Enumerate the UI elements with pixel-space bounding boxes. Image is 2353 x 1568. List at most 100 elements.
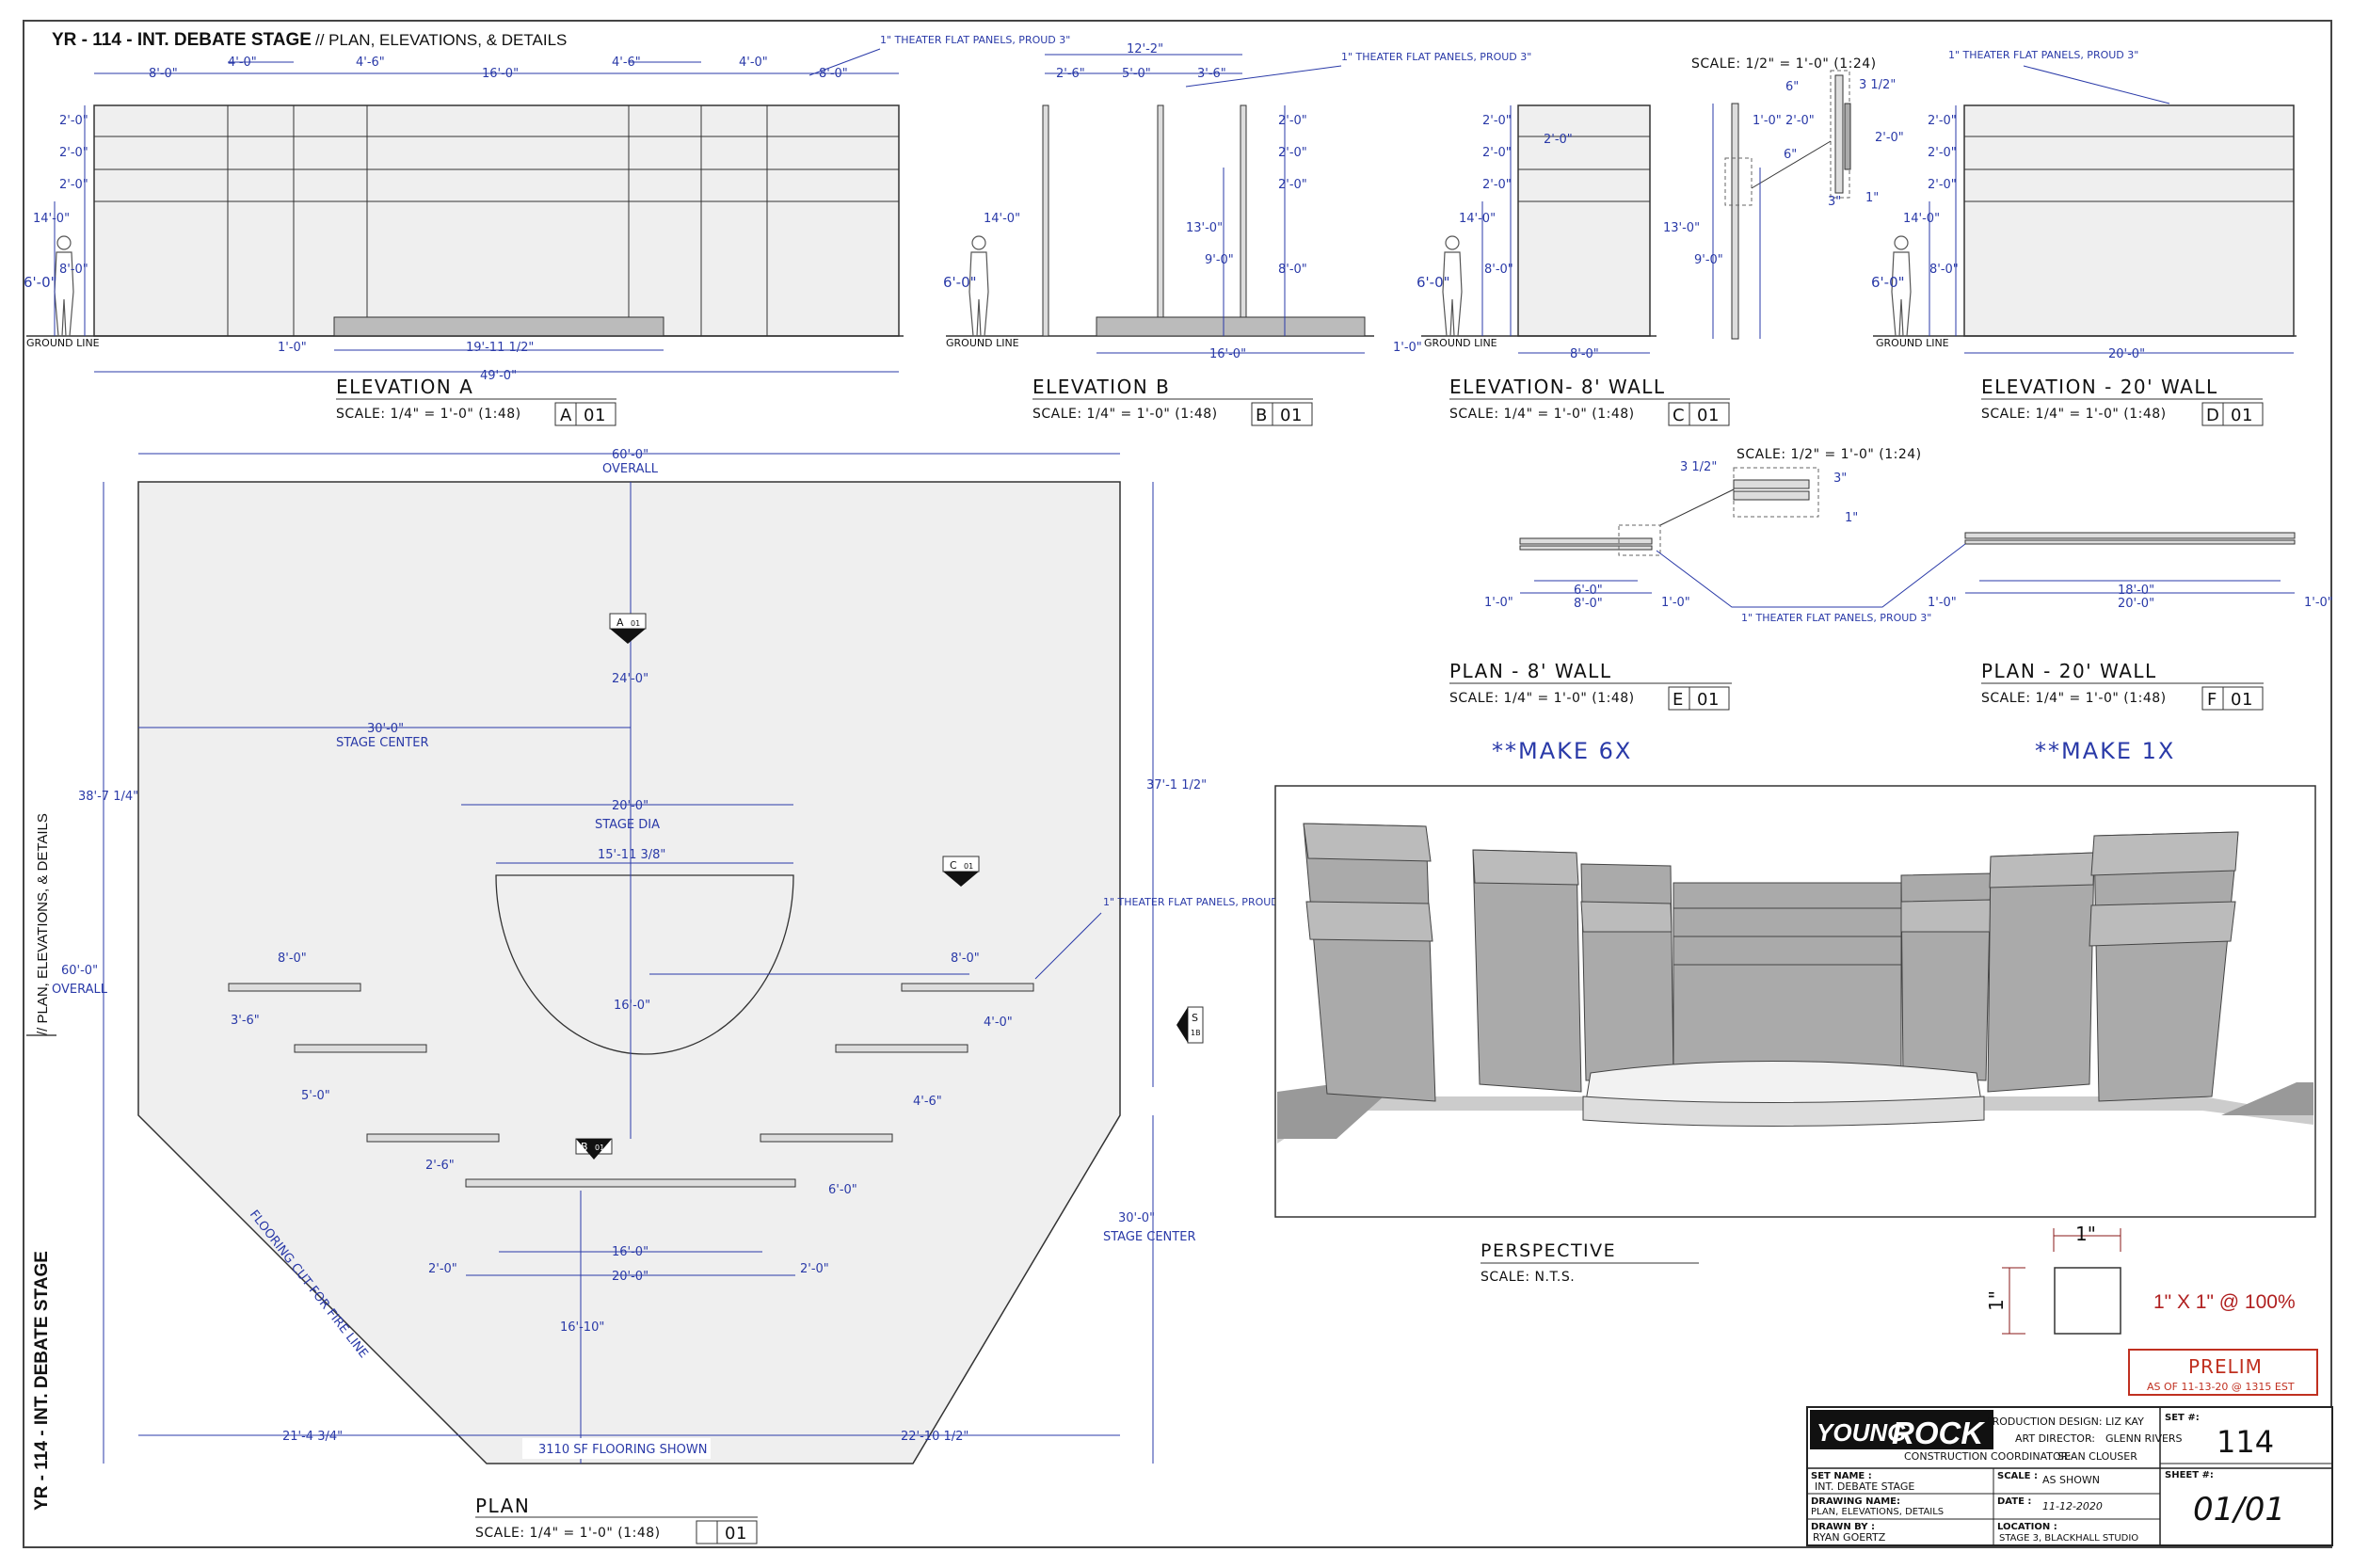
svg-text:01: 01 (1280, 406, 1303, 425)
svg-text:14'-0": 14'-0" (1903, 212, 1940, 226)
svg-text:PLAN - 20' WALL: PLAN - 20' WALL (1981, 660, 2157, 682)
svg-text:// PLAN, ELEVATIONS, & DETAILS: // PLAN, ELEVATIONS, & DETAILS (35, 813, 51, 1035)
svg-text:ELEVATION B: ELEVATION B (1032, 376, 1170, 398)
svg-text:114: 114 (2217, 1424, 2274, 1460)
svg-text:SCALE: 1/4" = 1'-0" (1:48): SCALE: 1/4" = 1'-0" (1:48) (1449, 407, 1635, 422)
svg-text:6'-0": 6'-0" (828, 1183, 857, 1197)
svg-text:22'-10 1/2": 22'-10 1/2" (901, 1430, 968, 1444)
svg-text:6": 6" (1785, 80, 1799, 94)
svg-text:3 1/2": 3 1/2" (1859, 78, 1896, 92)
svg-text:1" X 1" @ 100%: 1" X 1" @ 100% (2153, 1291, 2296, 1313)
svg-text:16'-0": 16'-0" (614, 999, 650, 1013)
svg-text:C: C (950, 859, 957, 872)
elevation-b-dims: 12'-2" 2'-6" 5'-0" 3'-6" 2'-0" 2'-0" 2'-… (943, 42, 1422, 361)
svg-text:2'-0": 2'-0" (59, 146, 88, 160)
svg-text:6'-0": 6'-0" (24, 274, 57, 291)
svg-text:4'-6": 4'-6" (913, 1095, 942, 1109)
svg-text:8'-0": 8'-0" (1574, 597, 1603, 611)
svg-text:14'-0": 14'-0" (984, 212, 1020, 226)
svg-text:ELEVATION A: ELEVATION A (336, 376, 473, 398)
svg-text:PLAN: PLAN (475, 1495, 530, 1517)
svg-text:9'-0": 9'-0" (1694, 253, 1723, 267)
sheet-header-title: YR - 114 - INT. DEBATE STAGE (52, 30, 312, 50)
svg-text:3'-6": 3'-6" (1197, 67, 1226, 81)
svg-text:ELEVATION - 20' WALL: ELEVATION - 20' WALL (1981, 376, 2218, 398)
elevation-c-title: ELEVATION- 8' WALL SCALE: 1/4" = 1'-0" (… (1449, 376, 1730, 426)
svg-text:01: 01 (1697, 690, 1720, 710)
svg-text:2'-0": 2'-0" (800, 1262, 829, 1276)
svg-text:SCALE: 1/4" = 1'-0" (1:48): SCALE: 1/4" = 1'-0" (1:48) (1449, 691, 1635, 706)
svg-text:B: B (1256, 406, 1268, 425)
svg-text:A: A (616, 616, 624, 629)
plan-walls-dims: 3 1/2" 3" 1" 1'-0" 6'-0" 8'-0" 1'-0" 1'-… (1484, 460, 2333, 624)
elevation-c (1421, 104, 1657, 354)
svg-text:60'-0": 60'-0" (612, 448, 648, 462)
svg-text:8'-0": 8'-0" (1484, 263, 1513, 277)
svg-text:SCALE: 1/4" = 1'-0" (1:48): SCALE: 1/4" = 1'-0" (1:48) (1981, 407, 2167, 422)
section-detail-dims: 6" 3 1/2" 1'-0" 2'-0" 2'-0" 6" 3" 1" 13'… (1663, 78, 1904, 267)
svg-text:1": 1" (1985, 1290, 2008, 1311)
svg-text:2'-6": 2'-6" (1056, 67, 1085, 81)
svg-text:PRELIM: PRELIM (2188, 1355, 2263, 1378)
title-block: YOUNG ROCK PRODUCTION DESIGN: LIZ KAY AR… (1806, 1406, 2333, 1546)
elevation-d-dims: 2'-0" 2'-0" 2'-0" 14'-0" 8'-0" 6'-0" 20'… (1871, 114, 2145, 361)
svg-text:1": 1" (2075, 1223, 2096, 1245)
svg-text:S: S (1192, 1012, 1198, 1024)
svg-text:A: A (560, 406, 572, 425)
panel-note-top: 1" THEATER FLAT PANELS, PROUD 3" 1" THEA… (808, 34, 2170, 104)
svg-text:CONSTRUCTION COORDINATOR:: CONSTRUCTION COORDINATOR: (1904, 1450, 2072, 1463)
svg-text:OVERALL: OVERALL (602, 462, 659, 476)
svg-text:OVERALL: OVERALL (52, 983, 108, 997)
svg-text:14'-0": 14'-0" (1459, 212, 1496, 226)
svg-text:2'-0": 2'-0" (1928, 178, 1957, 192)
svg-text:20'-0": 20'-0" (612, 799, 648, 813)
elevation-d-title: ELEVATION - 20' WALL SCALE: 1/4" = 1'-0"… (1981, 376, 2264, 426)
elevation-a-dims: 8'-0" 4'-0" 4'-6" 16'-0" 4'-6" 4'-0" 8'-… (24, 56, 848, 383)
svg-text:STAGE CENTER: STAGE CENTER (1103, 1230, 1195, 1244)
svg-text:14'-0": 14'-0" (33, 212, 70, 226)
svg-text:2'-0": 2'-0" (1278, 114, 1307, 128)
svg-text:GROUND LINE: GROUND LINE (1424, 337, 1497, 349)
svg-text:SCALE: 1/2" = 1'-0" (1:24): SCALE: 1/2" = 1'-0" (1:24) (1737, 447, 1922, 462)
plan-title: PLAN SCALE: 1/4" = 1'-0" (1:48) 01 (475, 1495, 758, 1544)
svg-text:8'-0": 8'-0" (951, 952, 980, 966)
svg-text:D: D (2206, 406, 2219, 425)
prelim-stamp: PRELIM AS OF 11-13-20 @ 1315 EST (2128, 1349, 2318, 1396)
svg-text:1B: 1B (1191, 1029, 1201, 1037)
svg-text:SCALE: 1/4" = 1'-0" (1:48): SCALE: 1/4" = 1'-0" (1:48) (1032, 407, 1218, 422)
svg-text:1'-0": 1'-0" (278, 341, 307, 355)
svg-text:13'-0": 13'-0" (1186, 221, 1223, 235)
svg-text:4'-6": 4'-6" (612, 56, 641, 70)
svg-text:C: C (1673, 406, 1685, 425)
svg-text:DATE :: DATE : (1997, 1496, 2031, 1507)
svg-text:SCALE: 1/4" = 1'-0" (1:48): SCALE: 1/4" = 1'-0" (1:48) (475, 1526, 661, 1541)
svg-text:**MAKE 1X: **MAKE 1X (2035, 738, 2175, 764)
svg-text:01: 01 (1697, 406, 1720, 425)
svg-text:SCALE: 1/4" = 1'-0" (1:48): SCALE: 1/4" = 1'-0" (1:48) (336, 407, 521, 422)
svg-text:2'-0": 2'-0" (59, 114, 88, 128)
svg-text:16'-0": 16'-0" (612, 1245, 648, 1259)
svg-text:1" THEATER FLAT PANELS, PROUD: 1" THEATER FLAT PANELS, PROUD 3" (1741, 612, 1931, 624)
svg-text:16'-0": 16'-0" (482, 67, 519, 81)
svg-text:GROUND LINE: GROUND LINE (26, 337, 100, 349)
svg-text:01: 01 (2231, 406, 2253, 425)
svg-text:37'-1 1/2": 37'-1 1/2" (1146, 778, 1207, 792)
svg-text:1": 1" (1845, 511, 1858, 525)
svg-text:2'-0": 2'-0" (428, 1262, 457, 1276)
perspective-view (1274, 785, 2316, 1218)
svg-text:18'-0": 18'-0" (2118, 584, 2154, 598)
svg-text:3 1/2": 3 1/2" (1680, 460, 1717, 474)
svg-text:49'-0": 49'-0" (480, 369, 517, 383)
svg-text:SET NAME :: SET NAME : (1811, 1471, 1872, 1481)
svg-text:4'-6": 4'-6" (356, 56, 385, 70)
svg-text:2'-0": 2'-0" (1544, 133, 1573, 147)
svg-text:1'-0": 1'-0" (1928, 596, 1957, 610)
side-title: YR - 114 - INT. DEBATE STAGE // PLAN, EL… (32, 813, 52, 1511)
svg-text:24'-0": 24'-0" (612, 672, 648, 686)
svg-text:2'-0": 2'-0" (1875, 131, 1904, 145)
main-plan (103, 453, 1204, 1464)
svg-text:1": 1" (1865, 191, 1879, 205)
svg-text:DRAWN BY :: DRAWN BY : (1811, 1522, 1875, 1532)
svg-text:2'-0": 2'-0" (1482, 178, 1512, 192)
